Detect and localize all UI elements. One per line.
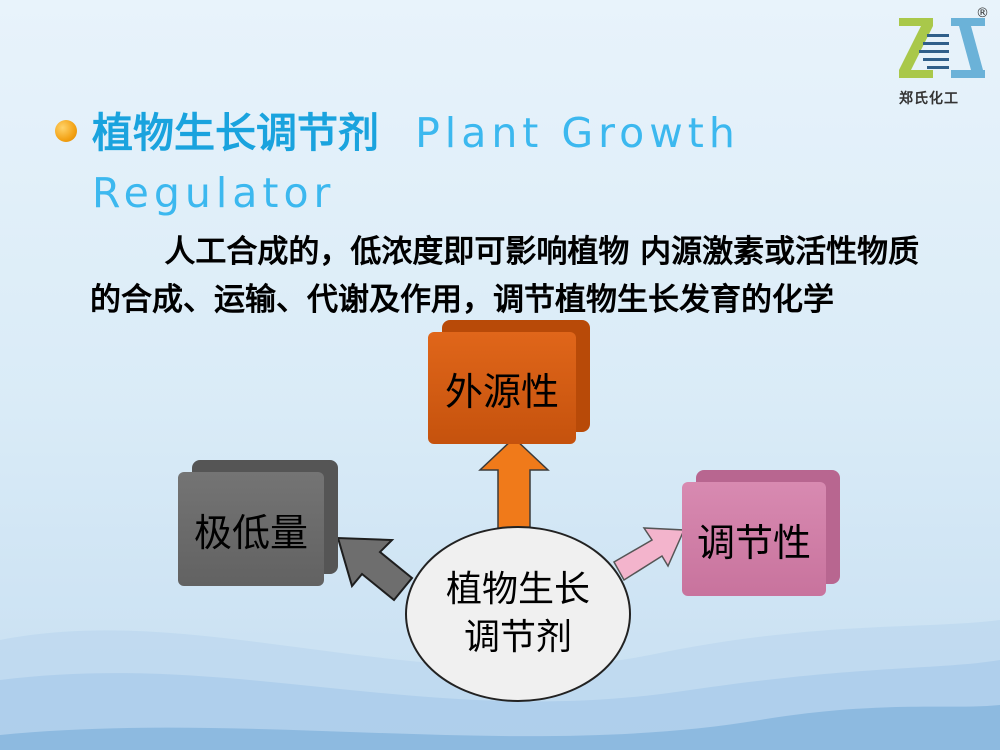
arrow-left-icon xyxy=(336,536,414,602)
node-low-dose-label: 极低量 xyxy=(193,510,308,555)
arrow-right-icon xyxy=(612,527,686,582)
node-exogenous-label: 外源性 xyxy=(444,369,559,414)
node-low-dose: 极低量 xyxy=(178,460,338,586)
logo-text: 郑氏化工 xyxy=(899,91,959,107)
title-chinese: 植物生长调节剂 xyxy=(92,109,379,157)
node-regulatory-label: 调节性 xyxy=(696,520,811,565)
center-node-line2: 调节剂 xyxy=(463,617,572,658)
center-node-line1: 植物生长 xyxy=(445,569,590,610)
definition-text: 人工合成的，低浓度即可影响植物 内源激素或活性物质的合成、运输、代谢及作用，调节… xyxy=(90,234,920,318)
node-regulatory: 调节性 xyxy=(682,470,840,596)
title-english: Plant Growth Regulator xyxy=(92,109,740,217)
zs-logo-icon xyxy=(899,18,985,78)
arrow-up-icon xyxy=(478,436,550,531)
bullet-icon xyxy=(55,120,77,142)
slide-title: 植物生长调节剂 Plant Growth Regulator xyxy=(92,103,952,223)
company-logo: ® 郑氏化工 xyxy=(893,6,993,107)
center-node: 植物生长 调节剂 xyxy=(405,526,631,702)
registered-mark: ® xyxy=(976,6,989,21)
node-exogenous: 外源性 xyxy=(428,320,590,444)
